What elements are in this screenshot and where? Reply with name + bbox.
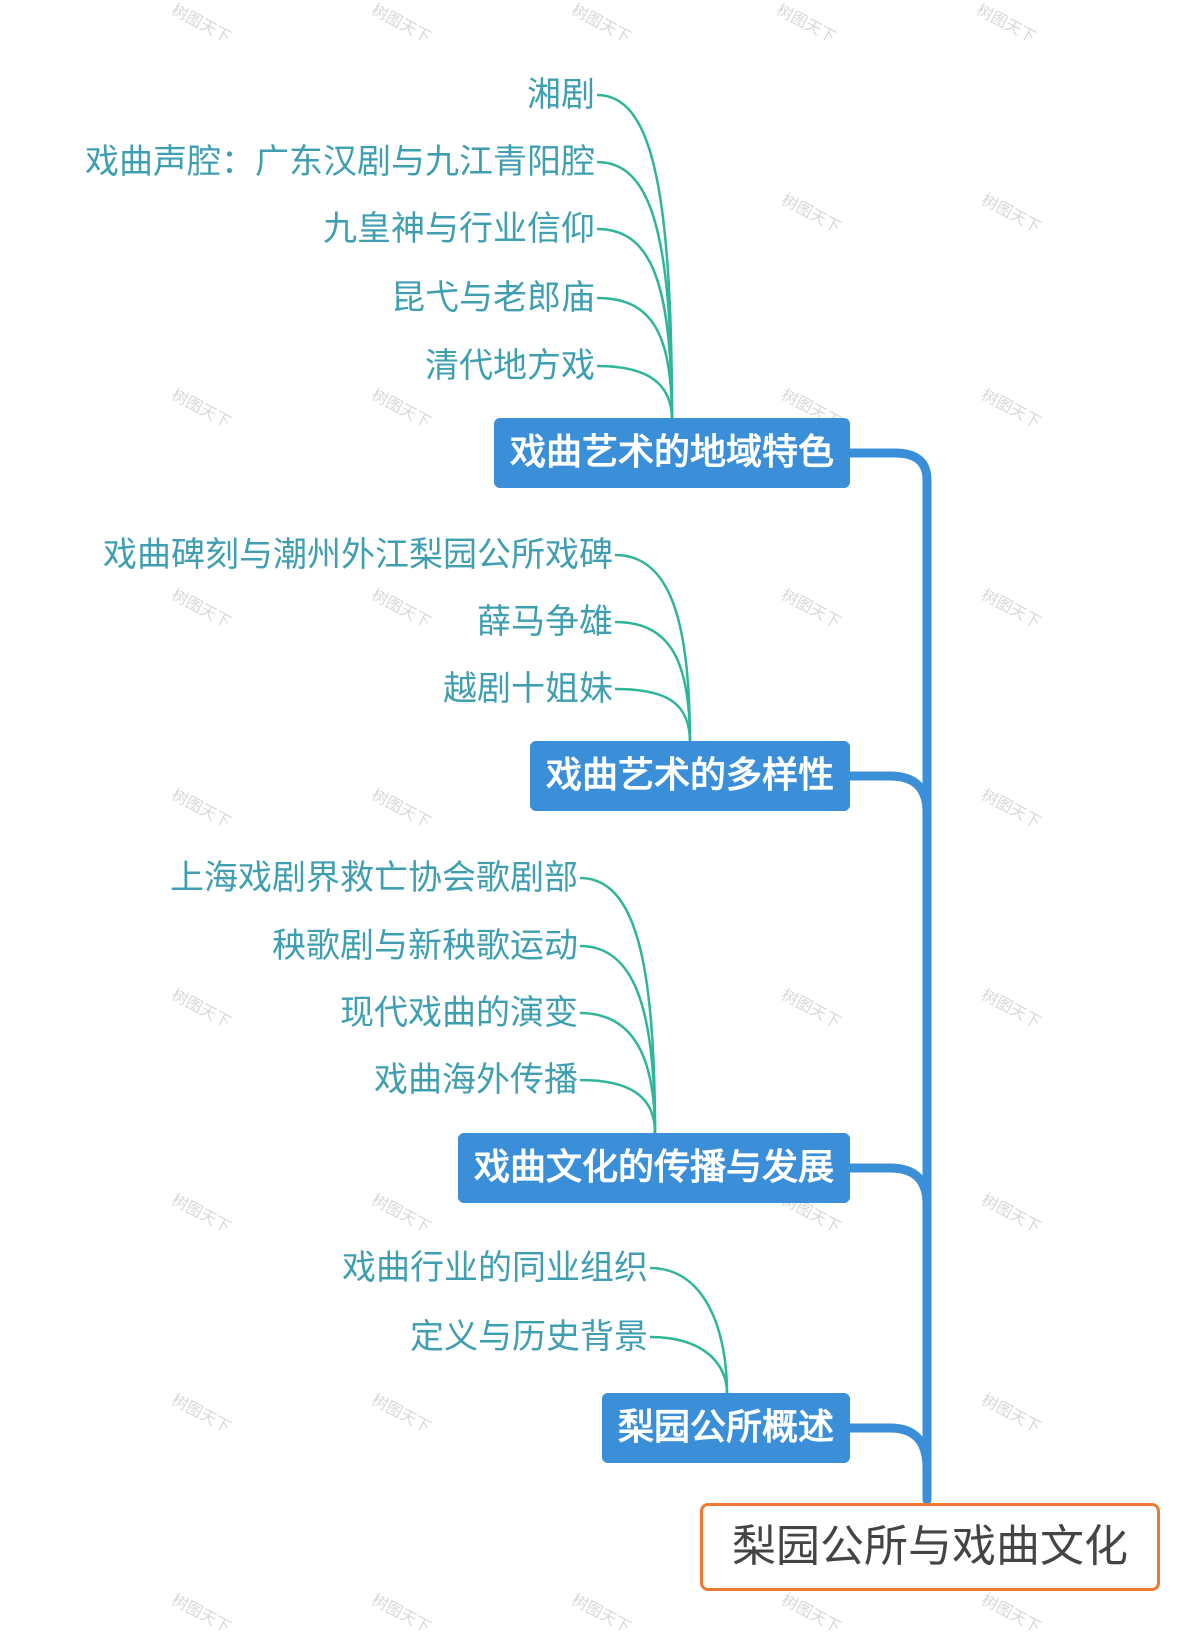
leaf-node[interactable]: 清代地方戏 <box>425 346 595 386</box>
leaf-node[interactable]: 越剧十姐妹 <box>443 669 613 709</box>
leaf-node[interactable]: 定义与历史背景 <box>410 1317 648 1357</box>
branch-node-spread-development[interactable]: 戏曲文化的传播与发展 <box>458 1133 850 1203</box>
leaf-node[interactable]: 戏曲行业的同业组织 <box>342 1248 648 1288</box>
branch-node-overview[interactable]: 梨园公所概述 <box>602 1393 850 1463</box>
leaf-node[interactable]: 戏曲海外传播 <box>374 1060 578 1100</box>
branch-node-diversity[interactable]: 戏曲艺术的多样性 <box>530 741 850 811</box>
leaf-node[interactable]: 戏曲碑刻与潮州外江梨园公所戏碑 <box>103 535 613 575</box>
leaf-node[interactable]: 昆弋与老郎庙 <box>391 278 595 318</box>
leaf-node[interactable]: 湘剧 <box>527 75 595 115</box>
leaf-node[interactable]: 上海戏剧界救亡协会歌剧部 <box>170 858 578 898</box>
trunk-link-branch-4 <box>850 1423 932 1469</box>
leaf-node[interactable]: 九皇神与行业信仰 <box>323 209 595 249</box>
leaf-node[interactable]: 现代戏曲的演变 <box>340 993 578 1033</box>
trunk-line <box>845 448 932 1505</box>
leaf-node[interactable]: 秧歌剧与新秧歌运动 <box>272 926 578 966</box>
branch-1-leaf-connectors <box>596 93 674 421</box>
root-node[interactable]: 梨园公所与戏曲文化 <box>700 1503 1160 1591</box>
branch-4-leaf-connectors <box>649 1266 729 1394</box>
branch-3-leaf-connectors <box>579 876 657 1134</box>
trunk-link-branch-3 <box>850 1163 932 1205</box>
branch-2-leaf-connectors <box>614 553 692 744</box>
leaf-node[interactable]: 戏曲声腔：广东汉剧与九江青阳腔 <box>85 142 595 182</box>
branch-node-regional-features[interactable]: 戏曲艺术的地域特色 <box>494 418 850 488</box>
leaf-node[interactable]: 薛马争雄 <box>477 602 613 642</box>
trunk-link-branch-2 <box>850 771 932 813</box>
